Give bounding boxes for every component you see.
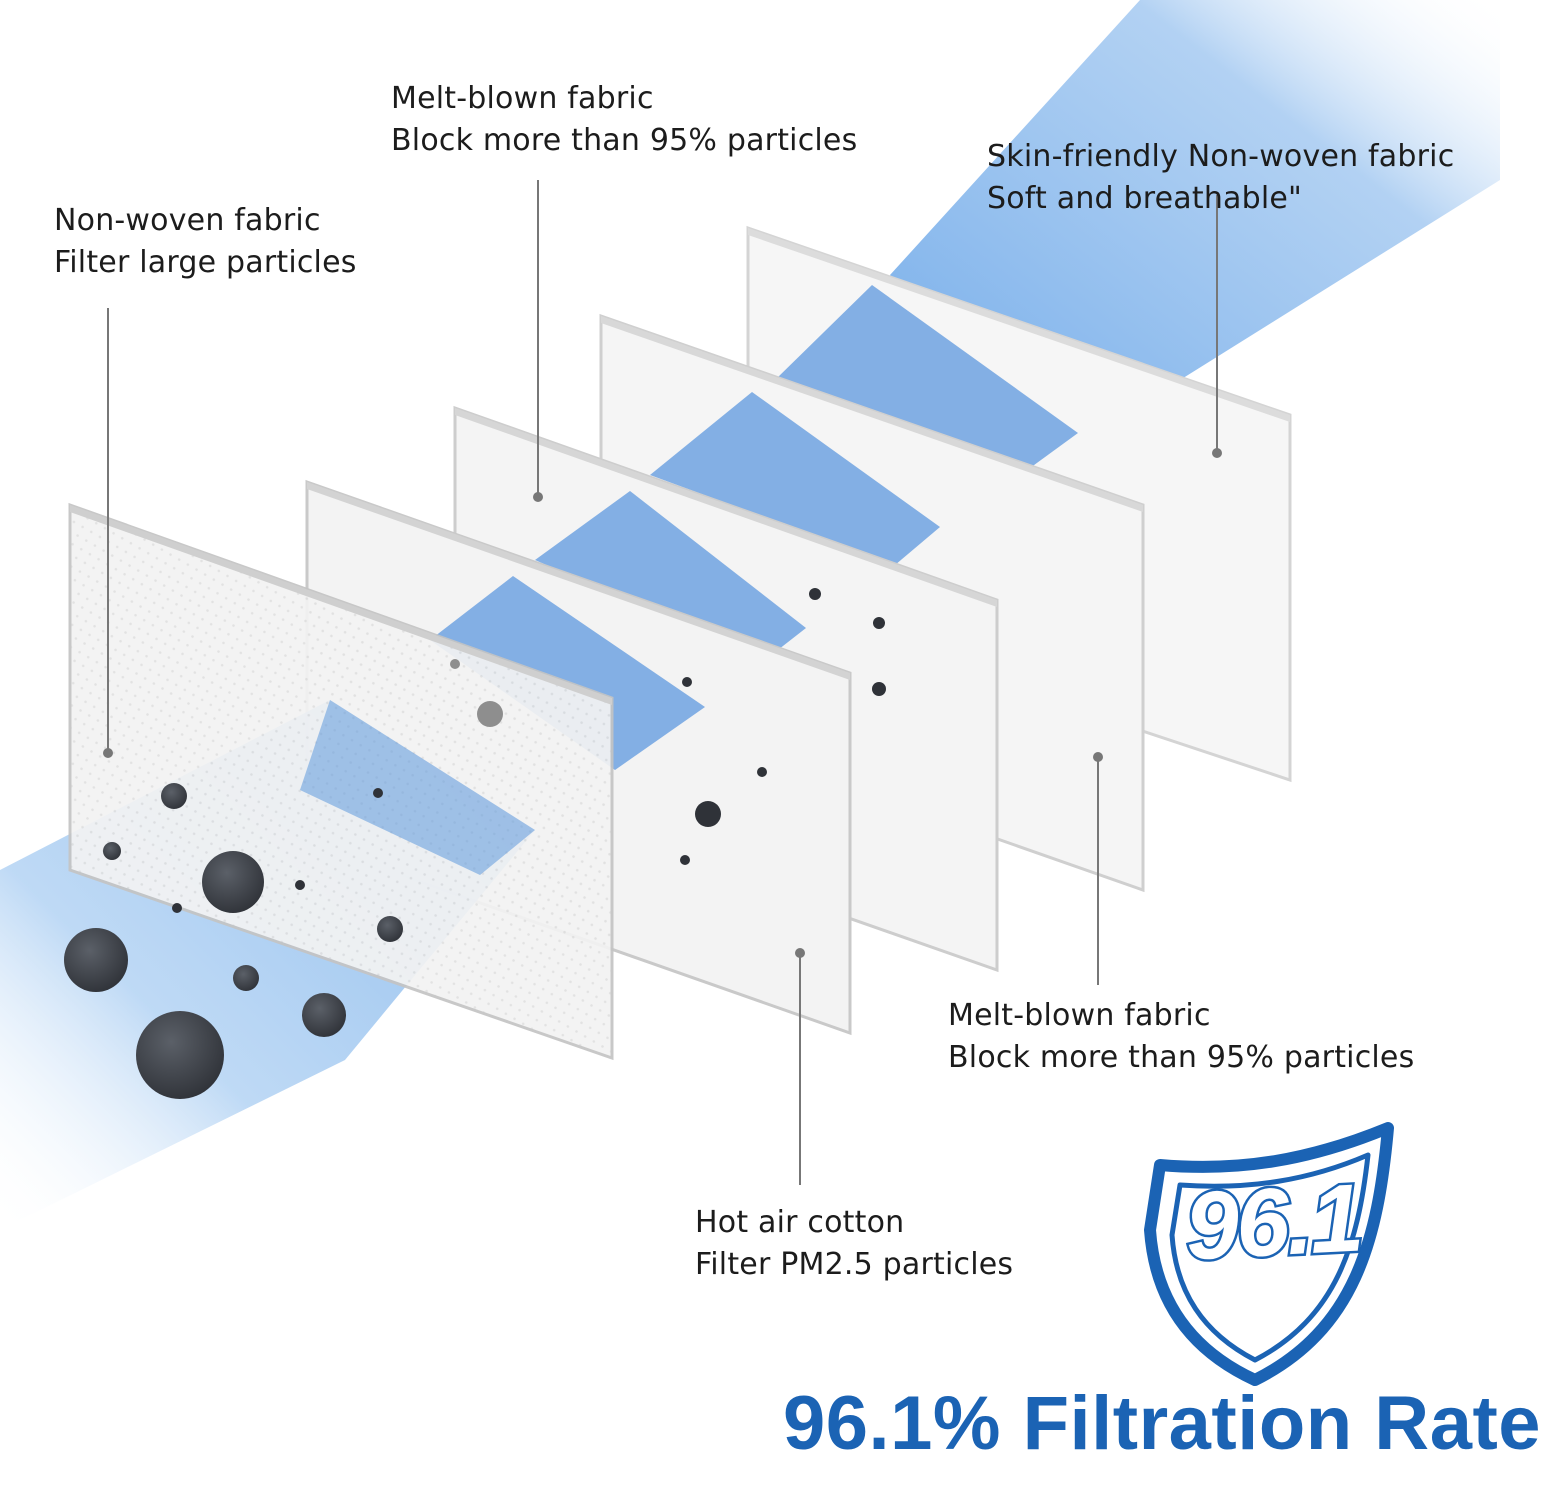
leader-dot [1093,752,1103,762]
label-non-woven: Non-woven fabric Filter large particles [54,200,357,284]
label-desc: Filter PM2.5 particles [695,1247,1014,1282]
particle [302,993,346,1037]
particle [64,928,128,992]
particle [202,851,264,913]
label-desc: Block more than 95% particles [391,123,858,158]
label-hot-air-cotton: Hot air cotton Filter PM2.5 particles [695,1202,1013,1286]
particles [64,588,886,1099]
particle [373,788,383,798]
label-title: Hot air cotton [695,1205,905,1240]
leader-dot [795,948,805,958]
badge-value: 96.1 [1180,1162,1365,1283]
particle [477,701,503,727]
leader-lines [103,180,1222,1185]
particle [757,767,767,777]
particle [873,617,885,629]
particle [136,1011,224,1099]
particle [695,801,721,827]
particle [809,588,821,600]
particle [377,916,403,942]
label-desc: Filter large particles [54,245,357,280]
airflow-segment [535,491,806,660]
label-title: Skin-friendly Non-woven fabric [987,139,1455,174]
particle [233,965,259,991]
airflow-segment [775,285,1078,468]
label-title: Melt-blown fabric [948,998,1211,1033]
particle [450,659,460,669]
airflow-segment [300,700,535,875]
shield-icon [1144,1122,1394,1386]
leader-dot [533,492,543,502]
mask-layers-diagram [0,0,1500,1386]
filtration-rate-caption: 96.1% Filtration Rate [783,1381,1541,1466]
particle [103,842,121,860]
label-melt-blown-top: Melt-blown fabric Block more than 95% pa… [391,78,857,162]
particle [295,880,305,890]
particle [872,682,886,696]
airflow-segment [650,392,940,565]
particle [172,903,182,913]
label-desc: Soft and breathable" [987,181,1303,216]
label-title: Non-woven fabric [54,203,321,238]
label-melt-blown-bottom: Melt-blown fabric Block more than 95% pa… [948,995,1414,1079]
label-skin-friendly: Skin-friendly Non-woven fabric Soft and … [987,136,1454,220]
leader-dot [103,748,113,758]
label-title: Melt-blown fabric [391,81,654,116]
particle [680,855,690,865]
leader-dot [1212,448,1222,458]
particle [682,677,692,687]
particle [161,783,187,809]
airflow-segment [430,576,705,770]
label-desc: Block more than 95% particles [948,1040,1415,1075]
